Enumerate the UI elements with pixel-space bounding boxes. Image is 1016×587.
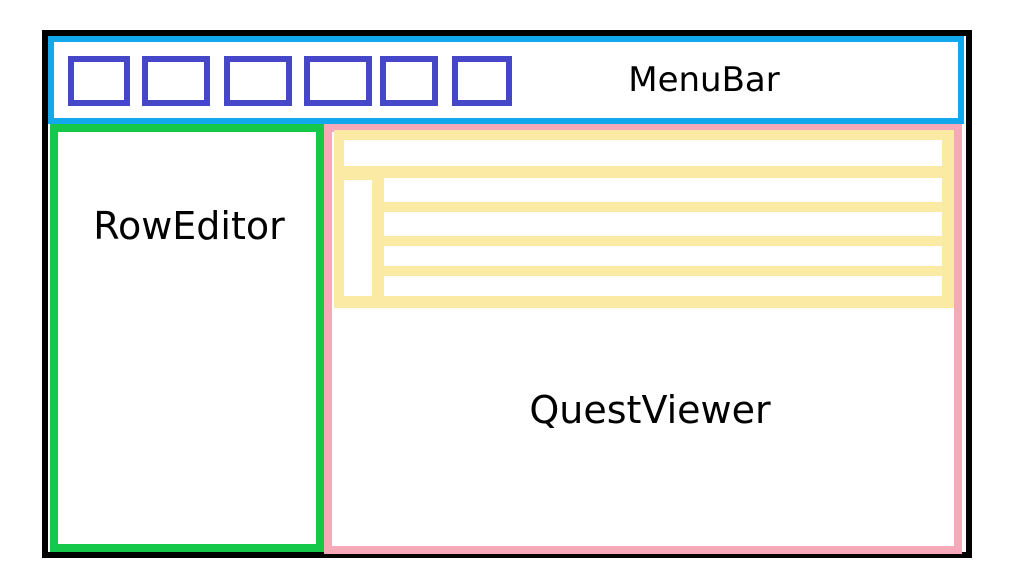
menu-button-3[interactable] — [224, 56, 292, 106]
menubar-label: MenuBar — [628, 60, 780, 100]
roweditor-label: RowEditor — [93, 204, 285, 248]
table-row — [384, 212, 942, 236]
table-row — [384, 276, 942, 296]
table-row — [384, 178, 942, 202]
menu-button-2[interactable] — [142, 56, 210, 106]
menu-button-4[interactable] — [304, 56, 372, 106]
menu-button-1[interactable] — [68, 56, 130, 106]
quest-table — [334, 130, 954, 308]
questviewer-label: QuestViewer — [529, 388, 771, 432]
table-header-row — [344, 140, 942, 166]
table-row-header-column — [344, 180, 372, 296]
menu-button-6[interactable] — [452, 56, 512, 106]
menu-button-5[interactable] — [380, 56, 438, 106]
table-row — [384, 246, 942, 266]
roweditor-panel — [50, 124, 324, 552]
